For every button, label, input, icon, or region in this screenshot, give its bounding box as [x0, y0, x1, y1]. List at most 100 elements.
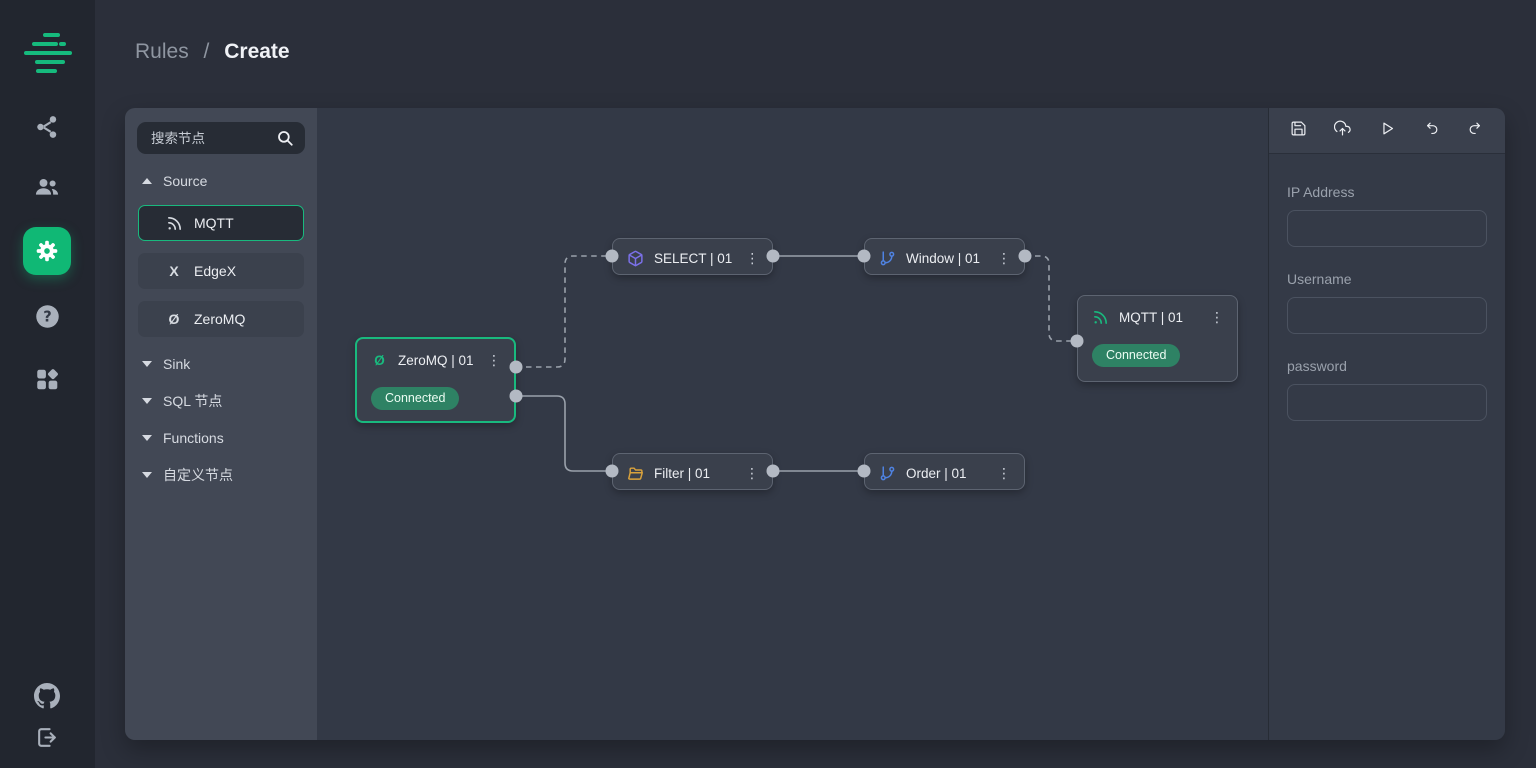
node-label: MQTT | 01 — [1119, 309, 1184, 325]
save-button[interactable] — [1290, 120, 1307, 142]
node-label: Filter | 01 — [654, 465, 711, 481]
chevron-down-icon — [142, 435, 152, 441]
chevron-up-icon — [142, 178, 152, 184]
palette-group-label: SQL 节点 — [163, 393, 223, 409]
run-button[interactable] — [1379, 120, 1396, 142]
edgex-icon: X — [169, 263, 179, 279]
breadcrumb-separator: / — [203, 40, 210, 63]
connection-port[interactable] — [509, 360, 523, 374]
palette-item-MQTT[interactable]: MQTT — [138, 205, 304, 241]
components-icon[interactable] — [23, 355, 71, 403]
connection-port[interactable] — [1018, 249, 1032, 263]
palette-group-Source[interactable]: Source — [142, 171, 305, 191]
status-badge: Connected — [1092, 344, 1181, 367]
folder-icon — [627, 465, 644, 482]
palette-item-EdgeX[interactable]: X EdgeX — [138, 253, 304, 289]
node-label: SELECT | 01 — [654, 250, 733, 266]
play-icon — [1379, 120, 1396, 142]
cube-icon — [627, 250, 644, 267]
palette-group-label: Sink — [163, 356, 191, 372]
deploy-button[interactable] — [1334, 120, 1351, 142]
password-field[interactable] — [1287, 384, 1487, 421]
chevron-down-icon — [142, 398, 152, 404]
flow-edge — [516, 255, 612, 368]
logout-icon[interactable] — [23, 713, 71, 761]
node-menu-icon[interactable]: ⋮ — [997, 464, 1011, 481]
breadcrumb: Rules / Create — [135, 40, 290, 64]
connection-port[interactable] — [509, 389, 523, 403]
palette-group-label: Source — [163, 173, 208, 189]
flow-edge — [516, 395, 612, 472]
flow-node-mqtt-01[interactable]: MQTT | 01 ⋮ Connected — [1077, 295, 1238, 382]
ip-address-field[interactable] — [1287, 210, 1487, 247]
redo-icon — [1467, 120, 1484, 142]
palette-group-自定义节点[interactable]: 自定义节点 — [142, 465, 305, 485]
node-menu-icon[interactable]: ⋮ — [745, 464, 759, 481]
mqtt-icon — [165, 215, 183, 232]
palette-item-label: EdgeX — [194, 263, 237, 279]
username-label: Username — [1287, 271, 1352, 287]
flow-node-zeromq-01[interactable]: Ø ZeroMQ | 01 ⋮ Connected — [355, 337, 516, 423]
palette-group-Sink[interactable]: Sink — [142, 354, 305, 374]
connection-port[interactable] — [1070, 334, 1084, 348]
mqtt-icon — [1092, 309, 1109, 326]
redo-button[interactable] — [1467, 120, 1484, 142]
flow-edge — [1025, 255, 1077, 342]
connection-port[interactable] — [766, 464, 780, 478]
palette-group-label: 自定义节点 — [163, 467, 233, 483]
app-logo[interactable] — [21, 26, 75, 80]
connection-port[interactable] — [605, 249, 619, 263]
help-icon[interactable]: ? — [23, 292, 71, 340]
node-menu-icon[interactable]: ⋮ — [487, 351, 501, 368]
palette-group-label: Functions — [163, 430, 224, 446]
edge-layer — [516, 255, 1077, 472]
breadcrumb-rules[interactable]: Rules — [135, 40, 189, 63]
password-label: password — [1287, 358, 1347, 374]
undo-icon — [1423, 120, 1440, 142]
search-input[interactable] — [137, 122, 305, 154]
node-menu-icon[interactable]: ⋮ — [1210, 308, 1224, 325]
node-menu-icon[interactable]: ⋮ — [997, 249, 1011, 266]
svg-text:?: ? — [43, 308, 51, 325]
users-icon[interactable] — [23, 163, 71, 211]
palette-group-SQL 节点[interactable]: SQL 节点 — [142, 391, 305, 411]
palette-item-label: ZeroMQ — [194, 311, 246, 327]
palette-item-label: MQTT — [194, 215, 234, 231]
palette-group-Functions[interactable]: Functions — [142, 428, 305, 448]
page-title: Create — [224, 40, 290, 63]
node-label: Order | 01 — [906, 465, 967, 481]
connection-port[interactable] — [766, 249, 780, 263]
share-icon[interactable] — [23, 103, 71, 151]
zeromq-icon: Ø — [374, 352, 385, 368]
github-icon[interactable] — [23, 672, 71, 720]
chevron-down-icon — [142, 361, 152, 367]
search-icon — [276, 129, 294, 152]
username-field[interactable] — [1287, 297, 1487, 334]
connection-port[interactable] — [857, 464, 871, 478]
node-menu-icon[interactable]: ⋮ — [745, 249, 760, 266]
undo-button[interactable] — [1423, 120, 1440, 142]
status-badge: Connected — [371, 387, 460, 410]
inspector-panel: IP Address Username password — [1268, 108, 1505, 740]
chevron-down-icon — [142, 472, 152, 478]
gear-icon[interactable] — [23, 227, 71, 275]
flow-node-select-01[interactable]: SELECT | 01 ⋮ — [612, 238, 773, 275]
branch-icon — [879, 250, 896, 267]
connection-port[interactable] — [857, 249, 871, 263]
save-icon — [1290, 120, 1307, 142]
node-label: Window | 01 — [906, 250, 981, 266]
flow-node-window-01[interactable]: Window | 01 ⋮ — [864, 238, 1025, 275]
left-nav-rail: ? — [0, 0, 95, 768]
connection-port[interactable] — [605, 464, 619, 478]
editor-toolbar — [1269, 108, 1505, 154]
flow-node-filter-01[interactable]: Filter | 01 ⋮ — [612, 453, 773, 490]
node-label: ZeroMQ | 01 — [398, 352, 474, 368]
ip-address-label: IP Address — [1287, 184, 1355, 200]
cloud-upload-icon — [1334, 120, 1351, 142]
flow-node-order-01[interactable]: Order | 01 ⋮ — [864, 453, 1025, 490]
